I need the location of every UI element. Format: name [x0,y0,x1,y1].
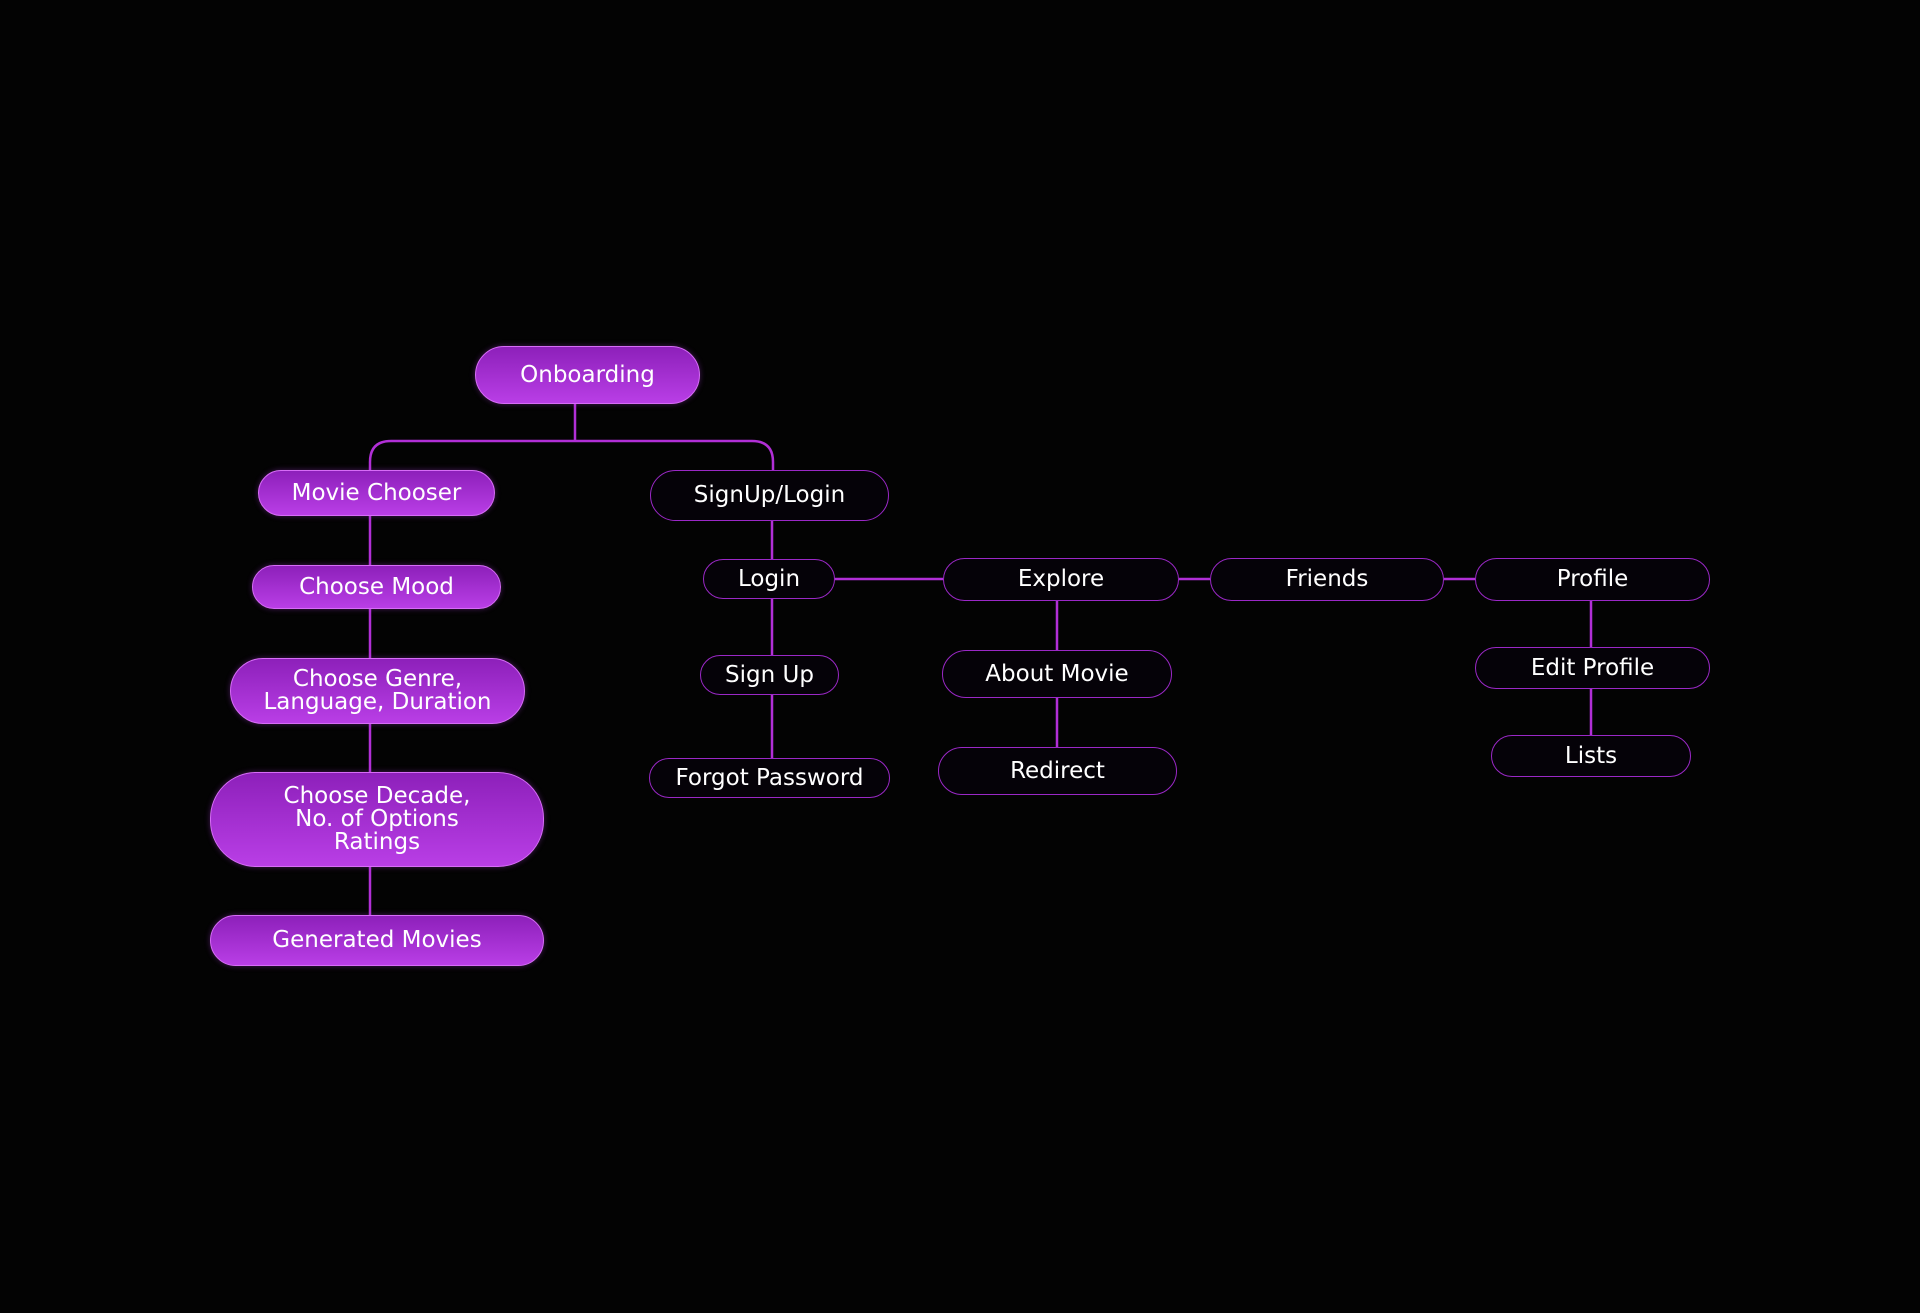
node-explore: Explore [943,558,1179,601]
node-generated-movies: Generated Movies [210,915,544,966]
node-movie-chooser: Movie Chooser [258,470,495,516]
node-login: Login [703,559,835,599]
node-lists: Lists [1491,735,1691,777]
node-forgot-password: Forgot Password [649,758,890,798]
node-edit-profile: Edit Profile [1475,647,1710,689]
node-choose-mood: Choose Mood [252,565,501,609]
edge-onboarding-signup-login [575,439,775,470]
node-profile: Profile [1475,558,1710,601]
node-friends: Friends [1210,558,1444,601]
node-signup-login: SignUp/Login [650,470,889,521]
node-sign-up: Sign Up [700,655,839,695]
edge-onboarding-movie-chooser [368,439,575,470]
node-choose-decade: Choose Decade, No. of Options Ratings [210,772,544,867]
node-choose-genre: Choose Genre, Language, Duration [230,658,525,724]
node-onboarding: Onboarding [475,346,700,404]
node-redirect: Redirect [938,747,1177,795]
node-about-movie: About Movie [942,650,1172,698]
